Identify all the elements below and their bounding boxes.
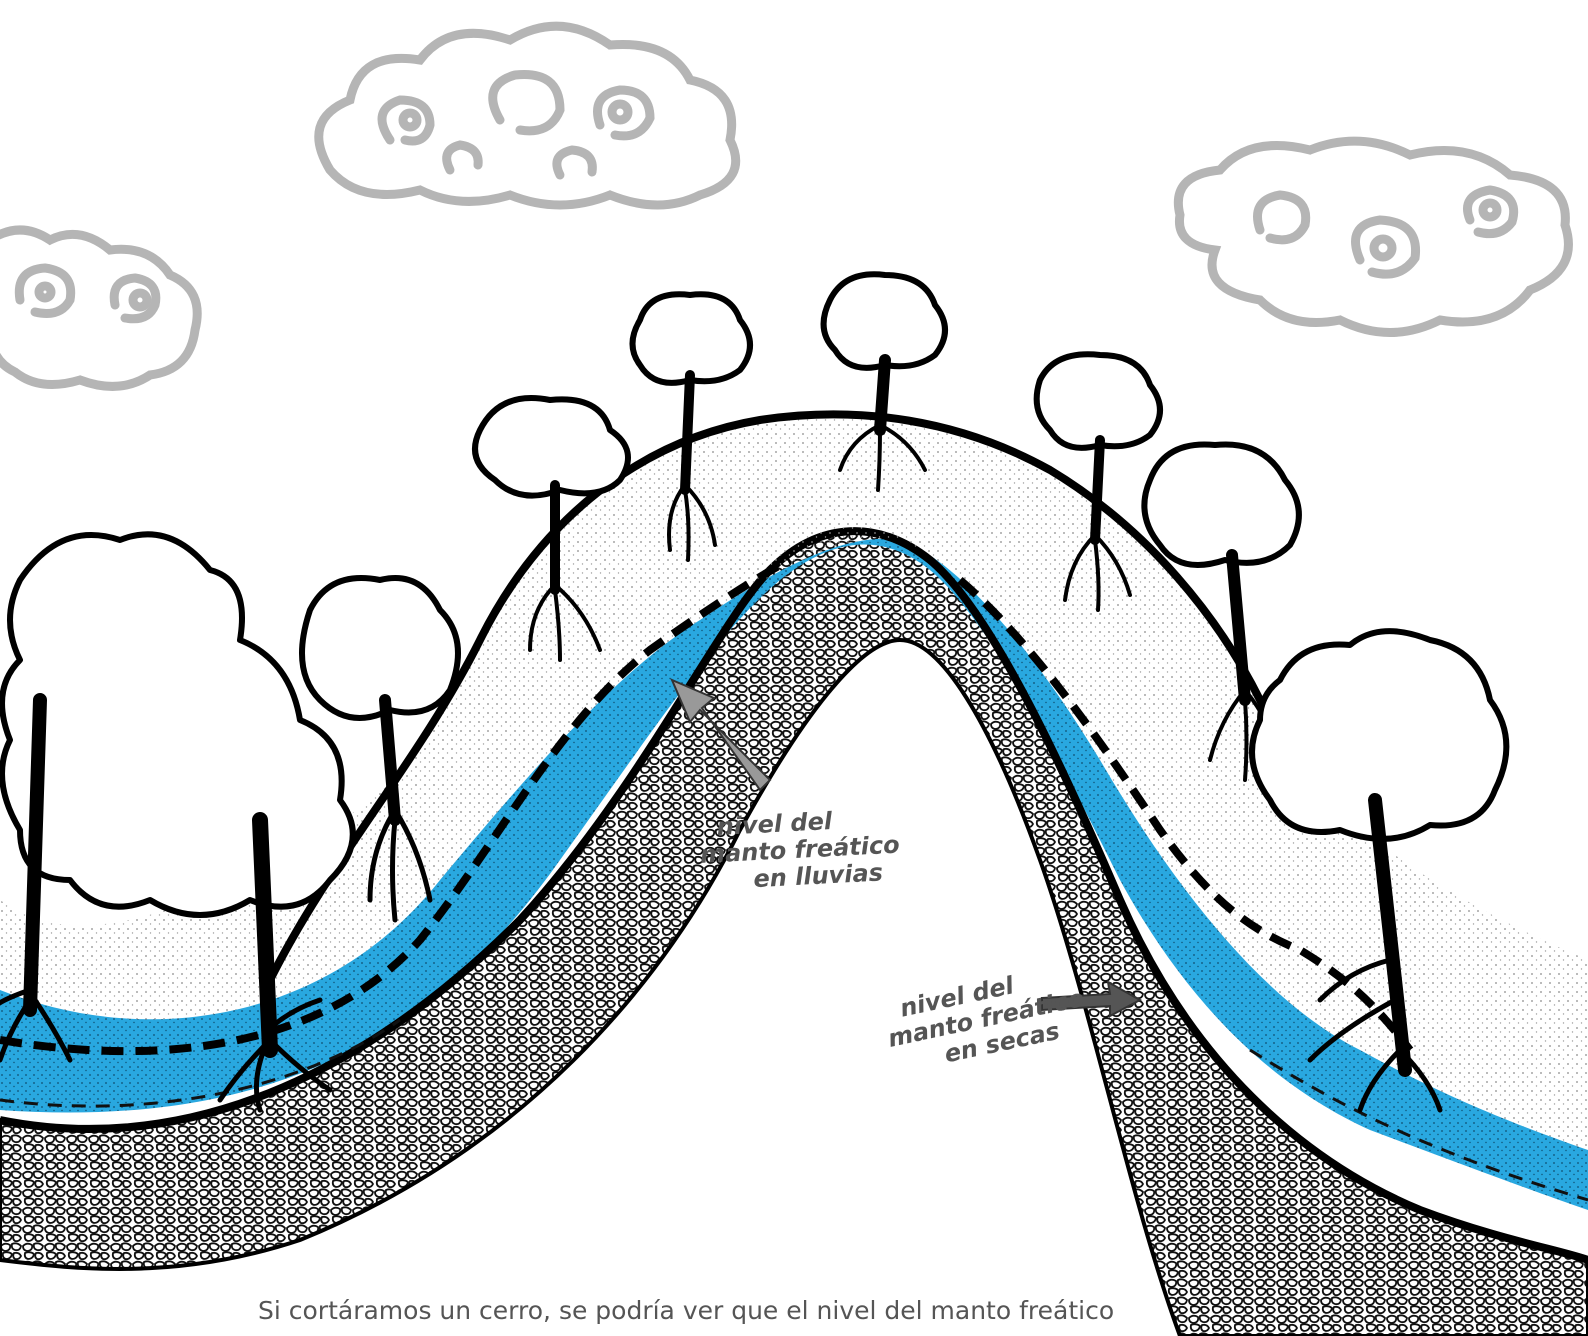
caption-text: Si cortáramos un cerro, se podría ver qu… — [258, 1296, 1114, 1325]
label-rainy-water-table: nivel del manto freático en lluvias — [698, 805, 902, 896]
cloud-right — [1178, 141, 1568, 332]
cloud-top-center — [319, 26, 736, 205]
cloud-left — [0, 230, 197, 386]
